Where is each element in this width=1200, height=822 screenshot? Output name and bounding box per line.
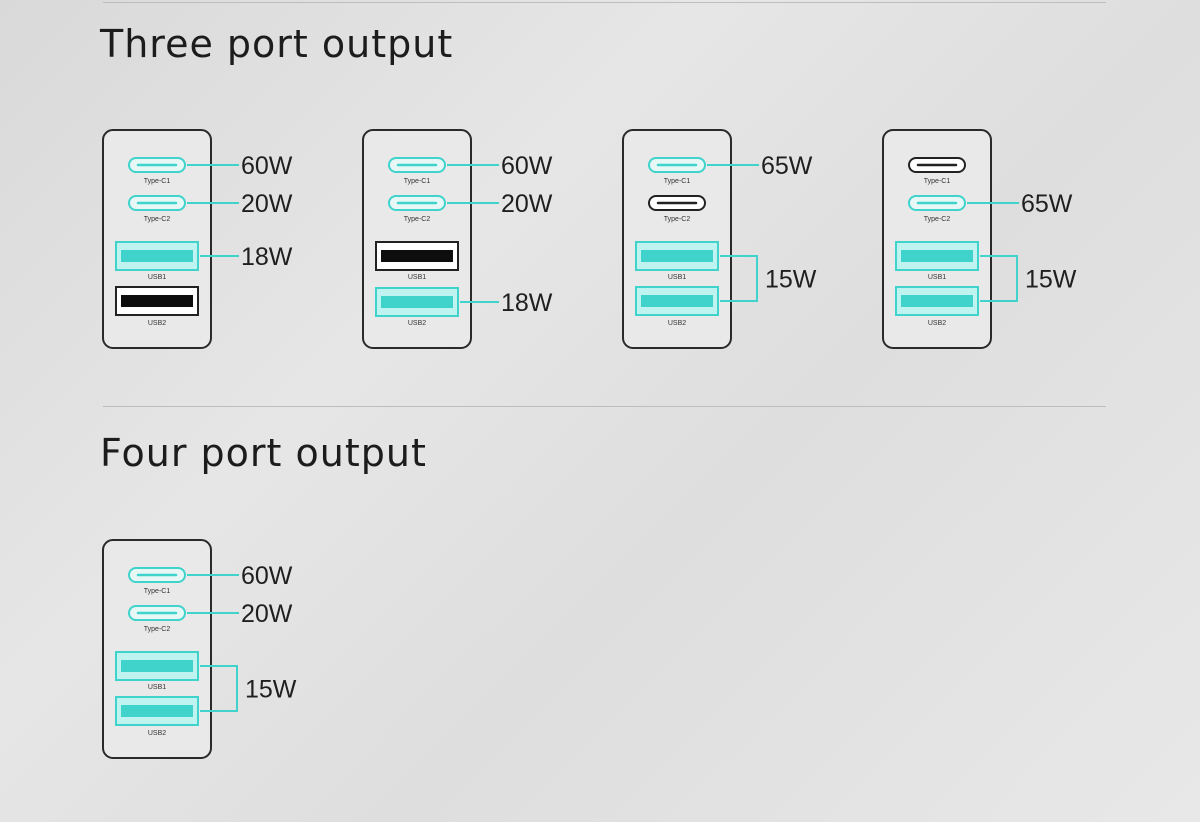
three-port-heading: Three port output: [100, 22, 454, 66]
port-label: Type-C2: [924, 216, 951, 223]
callout-bracket: [720, 255, 758, 302]
watt-label: 65W: [1021, 190, 1073, 218]
port-label: USB2: [148, 320, 166, 327]
port-label: USB1: [928, 274, 946, 281]
section-divider: [103, 406, 1106, 407]
port-label: USB1: [668, 274, 686, 281]
four-port-heading: Four port output: [100, 431, 427, 475]
port-label: Type-C2: [144, 216, 171, 223]
watt-label: 60W: [241, 152, 293, 180]
port-label: Type-C1: [924, 178, 951, 185]
port-label: Type-C1: [144, 588, 171, 595]
port-label: Type-C1: [664, 178, 691, 185]
port-label: Type-C1: [144, 178, 171, 185]
port-label: USB1: [148, 684, 166, 691]
port-label: Type-C1: [404, 178, 431, 185]
watt-label: 20W: [501, 190, 553, 218]
watt-label: 15W: [245, 676, 297, 704]
port-label: Type-C2: [144, 626, 171, 633]
watt-label: 60W: [501, 152, 553, 180]
port-tongue: [121, 660, 193, 672]
port-tongue: [641, 295, 713, 307]
port-tongue: [381, 250, 453, 262]
port-label: USB2: [668, 320, 686, 327]
port-label: USB2: [408, 320, 426, 327]
port-tongue: [641, 250, 713, 262]
watt-label: 20W: [241, 190, 293, 218]
port-tongue: [381, 296, 453, 308]
top-divider: [103, 2, 1106, 3]
port-label: Type-C2: [404, 216, 431, 223]
port-label: Type-C2: [664, 216, 691, 223]
port-label: USB2: [148, 730, 166, 737]
port-label: USB2: [928, 320, 946, 327]
port-tongue: [901, 250, 973, 262]
watt-label: 18W: [241, 243, 293, 271]
port-label: USB1: [148, 274, 166, 281]
watt-label: 65W: [761, 152, 813, 180]
watt-label: 60W: [241, 562, 293, 590]
watt-label: 18W: [501, 289, 553, 317]
port-tongue: [121, 295, 193, 307]
callout-bracket: [200, 665, 238, 712]
port-tongue: [901, 295, 973, 307]
port-tongue: [121, 250, 193, 262]
port-label: USB1: [408, 274, 426, 281]
port-tongue: [121, 705, 193, 717]
callout-bracket: [980, 255, 1018, 302]
watt-label: 15W: [1025, 266, 1077, 294]
watt-label: 20W: [241, 600, 293, 628]
watt-label: 15W: [765, 266, 817, 294]
